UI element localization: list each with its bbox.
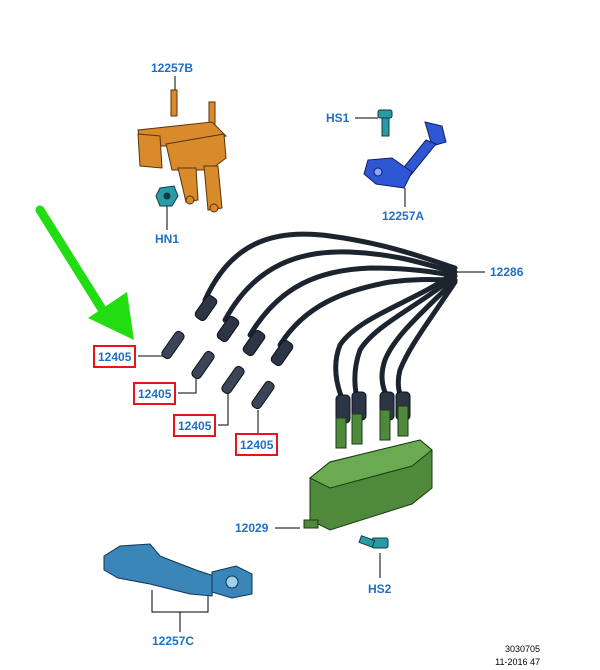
nut-hn1-part (155, 185, 179, 207)
label-hs2: HS2 (368, 582, 392, 596)
screw-hs1-part (377, 109, 393, 137)
label-12257b: 12257B (151, 61, 194, 75)
label-12029: 12029 (235, 521, 269, 535)
spark-plug-connectors-part (161, 330, 275, 410)
bracket-12257b-part (137, 89, 228, 213)
footer-ref: 3030705 (504, 644, 540, 654)
label-12257c: 12257C (152, 634, 195, 648)
label-12405-c: 12405 (173, 414, 217, 437)
label-12405-a: 12405 (93, 345, 137, 368)
bracket-12257c-part (103, 543, 253, 599)
label-12405-d: 12405 (235, 433, 279, 456)
label-hs1: HS1 (326, 111, 350, 125)
bracket-12257a-part (363, 121, 447, 189)
label-12257a: 12257A (382, 209, 425, 223)
coil-pack-12029-part (303, 405, 433, 531)
ignition-wires-part (202, 231, 458, 408)
label-12405-b: 12405 (133, 382, 177, 405)
label-12286: 12286 (490, 265, 524, 279)
footer-date: 11-2016 47 (495, 657, 540, 667)
label-hn1: HN1 (155, 232, 180, 246)
highlight-arrow (35, 205, 134, 340)
screw-hs2-part (358, 535, 389, 549)
